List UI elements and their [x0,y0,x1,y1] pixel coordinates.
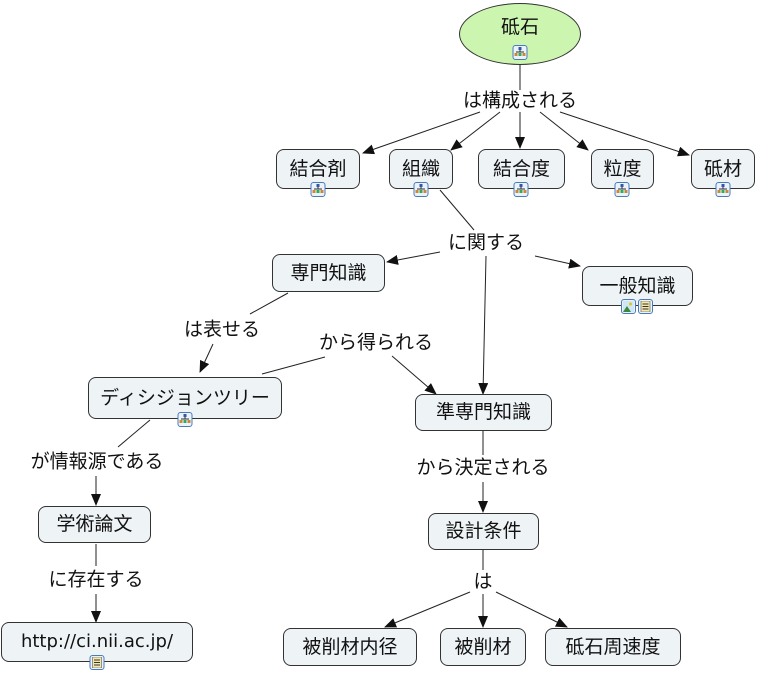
concept-icons [621,299,653,314]
concept-label: 学術論文 [56,513,133,535]
arrow-to-soshiki [450,111,501,151]
linking-phrase-jouhougen[interactable]: が情報源である [29,450,165,473]
line-soshiki-kansuru [439,189,475,231]
concept-icons [715,182,731,197]
linking-phrase-sonzai[interactable]: に存在する [47,568,145,591]
arrow-to-ippan [534,255,581,269]
line-decision-jouhougen [117,419,151,448]
arrow-to-junsenmon [478,255,489,395]
submap-icon[interactable] [513,182,529,197]
concept-senmon[interactable]: 専門知識 [272,254,385,292]
concept-icons [512,45,528,60]
concept-ryuudo[interactable]: 粒度 [591,149,654,189]
submap-icon[interactable] [614,182,630,197]
submap-icon[interactable] [715,182,731,197]
arrow-to-decision [199,343,214,373]
arrow-to-naikei [384,591,471,628]
concept-label: ディシジョンツリー [100,386,270,409]
submap-icon[interactable] [413,182,429,197]
concept-icons [413,182,429,197]
concept-label: 準専門知識 [435,401,531,423]
concept-icons [310,182,326,197]
arrow-to-shusokudo [495,591,568,628]
concept-hisakuzai[interactable]: 被削材 [440,628,526,666]
concept-label: http://ci.nii.ac.jp/ [20,631,174,652]
arrow-to-ketsugouzai [362,111,481,155]
concept-icons [513,182,529,197]
arrow-to-tozai [559,111,690,157]
submap-icon[interactable] [177,412,193,427]
image-icon[interactable] [621,299,636,314]
arrow-to-junsenmon-2 [391,355,437,395]
concept-label: 結合度 [492,157,550,180]
linking-phrase-erareru[interactable]: から得られる [317,331,435,354]
concept-icons [177,412,193,427]
linking-phrase-wa[interactable]: は [472,570,494,593]
concept-junsenmon[interactable]: 準専門知識 [415,394,552,431]
concept-label: 粒度 [603,157,642,180]
linking-phrase-kansuru[interactable]: に関する [446,231,526,254]
concept-label: 結合剤 [289,157,347,180]
submap-icon[interactable] [512,45,528,60]
concept-naikei[interactable]: 被削材内径 [283,628,417,666]
linking-phrase-kousei[interactable]: は構成される [461,89,579,112]
concept-icons [89,655,105,670]
concept-label: 砥石周速度 [565,635,661,658]
line-decision-erareru [261,356,326,375]
concept-toishi[interactable]: 砥石 [459,3,581,65]
concept-icons [614,182,630,197]
linking-phrase-arawaseru[interactable]: は表せる [182,318,262,341]
concept-ketsugoudo[interactable]: 結合度 [478,149,565,189]
concept-shusokudo[interactable]: 砥石周速度 [545,628,681,666]
linking-phrase-kettei[interactable]: から決定される [415,456,551,479]
concept-label: 組織 [401,157,440,180]
concept-soshiki[interactable]: 組織 [389,149,453,189]
concept-label: 砥石 [500,16,539,38]
arrow-to-ryuudo [539,111,589,151]
arrow-to-senmon [386,251,441,265]
concept-tozai[interactable]: 砥材 [691,149,755,189]
submap-icon[interactable] [310,182,326,197]
concept-ippan[interactable]: 一般知識 [582,266,693,306]
concept-label: 設計条件 [445,520,522,542]
document-icon[interactable] [89,655,105,670]
concept-label: 一般知識 [599,274,676,297]
concept-label: 被削材内径 [302,635,398,658]
document-icon[interactable] [638,299,653,314]
line-senmon-arawaseru [249,292,289,315]
concept-label: 被削材 [454,635,512,658]
concept-ketsugouzai[interactable]: 結合剤 [276,149,360,189]
concept-sekkei[interactable]: 設計条件 [428,513,539,550]
concept-label: 専門知識 [290,261,367,284]
concept-gakujutsu[interactable]: 学術論文 [38,506,151,543]
concept-label: 砥材 [703,157,742,180]
